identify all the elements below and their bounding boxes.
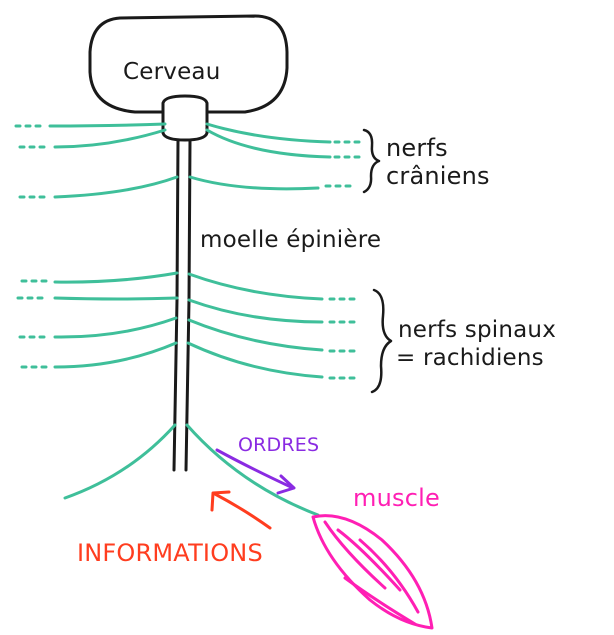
spinal-cord-label: moelle épinière <box>200 229 381 252</box>
spinal-nerve-right-1 <box>189 274 322 299</box>
spinal-nerve-right-2 <box>189 300 322 322</box>
spinal-nerve-left-3 <box>55 318 176 337</box>
information-arrow-shaft <box>215 494 270 528</box>
cranial-nerve-right-3 <box>190 177 318 189</box>
spinal-nerve-right-3 <box>189 320 322 350</box>
spinal-nerves-brace <box>372 290 391 392</box>
spinal-nerves-label-line-2: = rachidiens <box>396 347 544 370</box>
cranial-nerves-brace <box>364 130 379 192</box>
spinal-nerve-left-4 <box>55 343 176 367</box>
brain-label: Cerveau <box>123 61 221 84</box>
information-arrow <box>212 492 270 528</box>
cranial-nerves-label-line-2: crâniens <box>386 164 490 188</box>
cranial-nerve-left-2 <box>55 130 165 147</box>
cranial-nerve-left-3 <box>55 177 177 197</box>
spinal-cord-left-edge <box>174 140 178 470</box>
orders-arrow <box>217 450 294 493</box>
spinal-cord-right-edge <box>186 140 190 470</box>
spinal-nerves-label-line-1: nerfs spinaux <box>398 319 556 342</box>
muscle <box>313 516 432 628</box>
cranial-nerves-label-line-1: nerfs <box>386 136 448 160</box>
cranial-nerve-right-2 <box>207 130 330 157</box>
cranial-nerve-left-1 <box>50 124 165 126</box>
orders-label: ORDRES <box>238 436 319 455</box>
spinal-nerve-left-1 <box>55 273 177 282</box>
lower-nerve-left <box>65 425 175 498</box>
muscle-label: muscle <box>353 486 440 510</box>
spinal-nerve-left-2 <box>55 298 177 299</box>
brainstem <box>163 96 207 140</box>
information-label: INFORMATIONS <box>77 541 263 565</box>
spinal-cord <box>174 140 190 470</box>
